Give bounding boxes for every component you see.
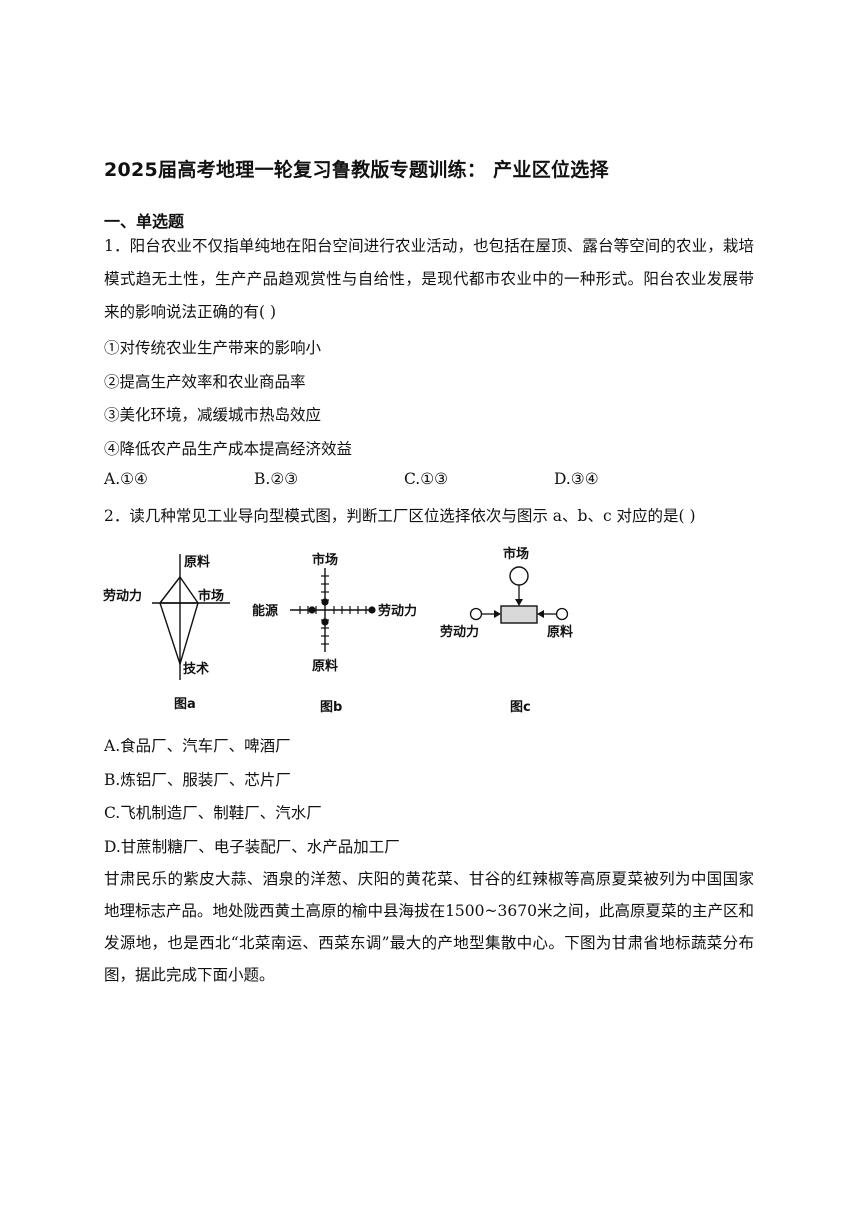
question-1-option-a[interactable]: A.①④ xyxy=(104,470,148,488)
figure-a-caption: 图a xyxy=(174,697,196,712)
question-2-stem: 2．读几种常见工业导向型模式图，判断工厂区位选择依次与图示 a、b、c 对应的是… xyxy=(104,507,696,525)
figure-a: 原料 劳动力 市场 技术 图a xyxy=(103,554,230,712)
question-1-item-3: ③美化环境，减缓城市热岛效应 xyxy=(104,406,322,424)
figure-a-label-market: 市场 xyxy=(198,588,224,604)
question-1-option-c[interactable]: C.①③ xyxy=(404,470,449,488)
figure-a-label-labor: 劳动力 xyxy=(103,588,142,604)
figure-c-label-material: 原料 xyxy=(547,624,573,640)
figure-b-label-material: 原料 xyxy=(312,658,338,674)
figure-b-label-labor: 劳动力 xyxy=(378,603,417,619)
figure-b-label-market: 市场 xyxy=(312,552,338,568)
figure-c: 市场 劳动力 原料 图c xyxy=(440,546,573,715)
question-1-stem: 1．阳台农业不仅指单纯地在阳台空间进行农业活动，也包括在屋顶、露台等空间的农业，… xyxy=(104,237,754,321)
figure-a-label-material: 原料 xyxy=(184,554,210,570)
question-1-option-b[interactable]: B.②③ xyxy=(254,470,299,488)
question-1-item-1: ①对传统农业生产带来的影响小 xyxy=(104,339,322,357)
question-1-item-4: ④降低农产品生产成本提高经济效益 xyxy=(104,440,353,458)
section-heading: 一、单选题 xyxy=(104,212,185,231)
question-2-option-b[interactable]: B.炼铝厂、服装厂、芯片厂 xyxy=(104,771,291,789)
reading-passage: 甘肃民乐的紫皮大蒜、酒泉的洋葱、庆阳的黄花菜、甘谷的红辣椒等高原夏菜被列为中国国… xyxy=(104,870,754,984)
figure-c-label-market: 市场 xyxy=(503,546,529,562)
question-1-option-d[interactable]: D.③④ xyxy=(554,470,599,488)
figure-a-label-technology: 技术 xyxy=(183,661,209,677)
question-2-option-c[interactable]: C.飞机制造厂、制鞋厂、汽水厂 xyxy=(104,804,322,822)
figure-c-caption: 图c xyxy=(510,700,531,715)
industry-orientation-figure: 原料 劳动力 市场 技术 图a 市场 能 xyxy=(103,546,573,715)
figure-b-caption: 图b xyxy=(320,700,342,715)
question-1-item-2: ②提高生产效率和农业商品率 xyxy=(104,373,306,391)
figure-b-label-energy: 能源 xyxy=(252,603,278,619)
figure-b: 市场 能源 劳动力 原料 图b xyxy=(252,552,417,715)
page-title: 2025届高考地理一轮复习鲁教版专题训练： 产业区位选择 xyxy=(104,159,609,181)
figure-c-label-labor: 劳动力 xyxy=(440,624,479,640)
question-2-option-d[interactable]: D.甘蔗制糖厂、电子装配厂、水产品加工厂 xyxy=(104,838,400,856)
question-2-option-a[interactable]: A.食品厂、汽车厂、啤酒厂 xyxy=(104,737,291,755)
